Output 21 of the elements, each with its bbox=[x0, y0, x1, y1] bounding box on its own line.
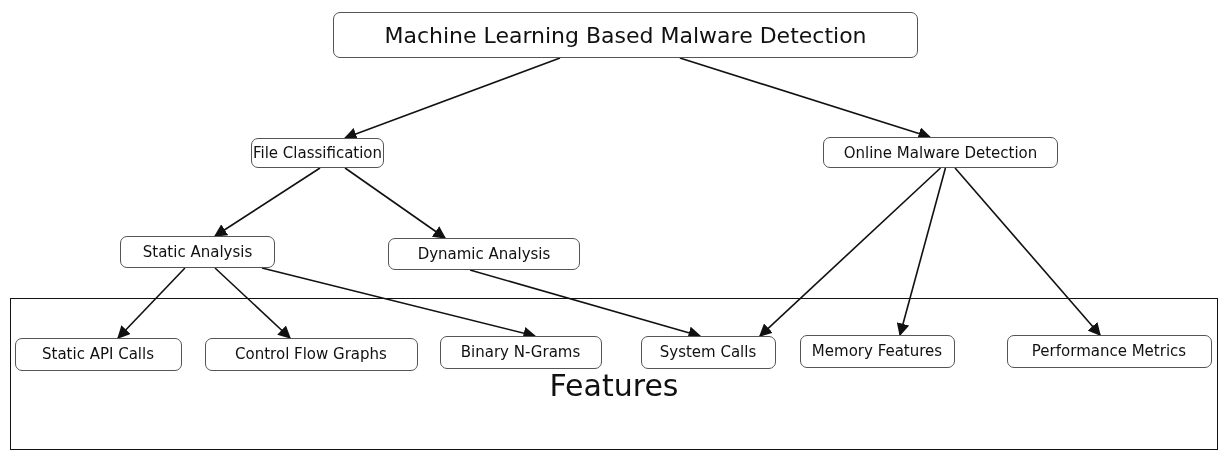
category-box: Dynamic Analysis bbox=[388, 238, 580, 270]
arrow bbox=[954, 167, 1101, 336]
category-box: Control Flow Graphs bbox=[204, 337, 418, 371]
arrow bbox=[117, 267, 186, 339]
category-box: File Classification bbox=[251, 138, 384, 168]
group-frame bbox=[10, 298, 1218, 450]
category-box: Machine Learning Based Malware Detection bbox=[333, 12, 918, 58]
arrow bbox=[344, 167, 447, 239]
arrow bbox=[343, 57, 561, 140]
arrow bbox=[214, 267, 291, 339]
category-box: System Calls bbox=[640, 335, 776, 369]
group-heading: Features bbox=[548, 371, 680, 401]
arrow bbox=[759, 167, 942, 337]
category-box: Performance Metrics bbox=[1006, 334, 1212, 368]
category-box: Binary N-Grams bbox=[439, 335, 602, 369]
category-box: Static Analysis bbox=[120, 236, 275, 268]
arrow bbox=[896, 167, 947, 337]
category-box: Static API Calls bbox=[14, 337, 182, 371]
arrow bbox=[213, 167, 321, 237]
category-box: Memory Features bbox=[799, 334, 955, 368]
category-box: Online Malware Detection bbox=[823, 137, 1058, 168]
